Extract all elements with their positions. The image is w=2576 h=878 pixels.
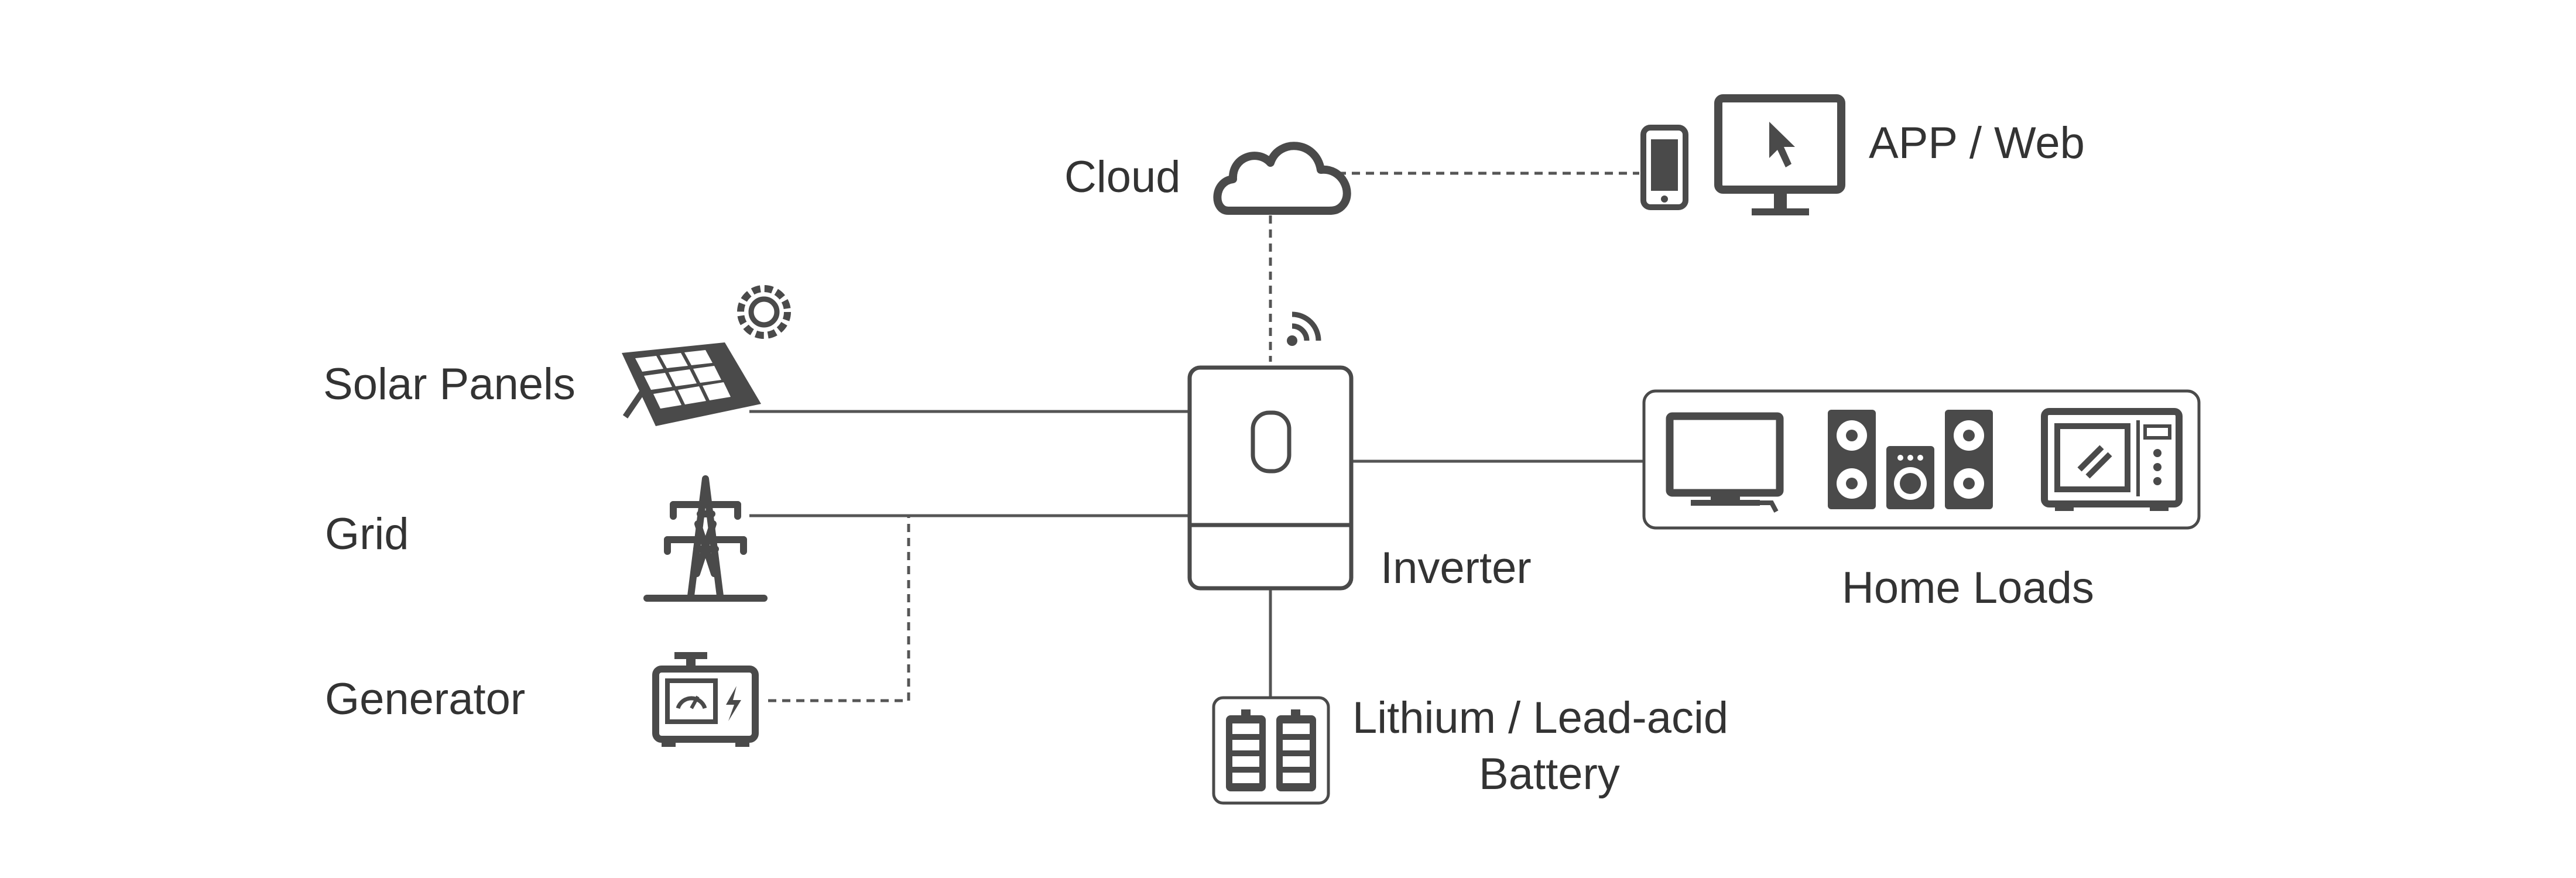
phone-icon — [1640, 125, 1688, 210]
battery-label-line1: Lithium / Lead-acid — [1352, 693, 1728, 743]
generator-grid-dashed-line — [768, 516, 910, 702]
cloud-icon — [1213, 142, 1351, 215]
tv-icon — [1666, 412, 1784, 513]
solar-panels-label: Solar Panels — [323, 359, 576, 409]
inverter-label: Inverter — [1381, 543, 1532, 593]
sun-icon — [737, 285, 791, 339]
wifi-icon — [1287, 311, 1321, 346]
home-loads-label: Home Loads — [1842, 563, 2094, 613]
solar-panel-icon — [622, 342, 761, 426]
pylon-icon — [643, 475, 768, 602]
microwave-icon — [2041, 408, 2183, 511]
grid-label: Grid — [325, 509, 409, 559]
connections — [749, 172, 1645, 702]
inverter-icon — [1187, 365, 1354, 591]
battery-icon — [1212, 696, 1330, 805]
battery-label-line2: Battery — [1479, 749, 1620, 799]
speaker-icon — [1828, 410, 1993, 509]
cloud-label: Cloud — [1064, 152, 1181, 202]
app-web-label: APP / Web — [1869, 118, 2085, 168]
generator-label: Generator — [325, 674, 525, 724]
monitor-icon — [1714, 94, 1845, 215]
generator-icon — [652, 652, 759, 747]
